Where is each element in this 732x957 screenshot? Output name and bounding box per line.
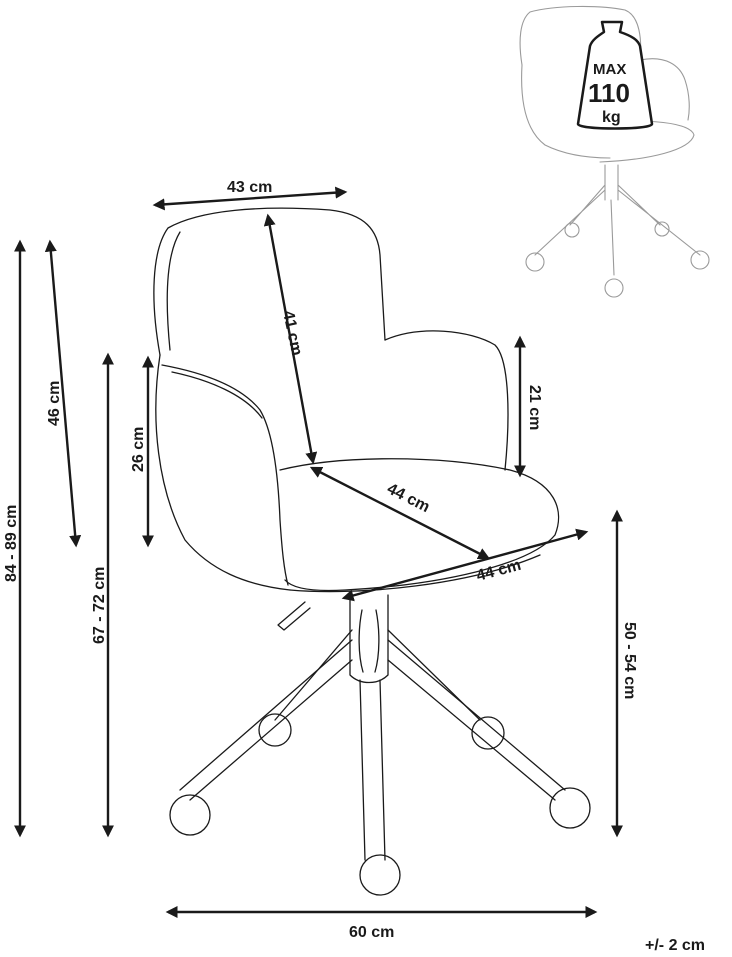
chair-leg-left	[179, 639, 353, 801]
thumb-backrest	[519, 5, 642, 66]
chair-cylinder-groove	[358, 609, 380, 673]
thumb-base	[534, 164, 701, 276]
chair-arm-inner-2	[171, 371, 263, 419]
chair-backrest	[153, 207, 386, 356]
arrow-backrest-height	[263, 213, 318, 465]
thumb-caster-left	[525, 252, 545, 272]
label-seat-floor-height: 50 - 54 cm	[621, 622, 638, 699]
caster-front	[359, 854, 401, 896]
arrow-back-height	[44, 239, 82, 548]
max-load-line2: 110	[588, 78, 630, 108]
arrow-seat-width	[341, 528, 589, 602]
max-load-line1: MAX	[593, 61, 626, 78]
arrow-top-width	[152, 186, 348, 211]
chair-leg-front	[359, 679, 386, 861]
label-base-width: 60 cm	[349, 924, 394, 941]
label-seat-depth: 44 cm	[384, 480, 432, 516]
thumb-caster-right	[690, 250, 710, 270]
label-tolerance: +/- 2 cm	[645, 937, 705, 954]
label-arm-height: 21 cm	[526, 385, 543, 430]
chair-leg-back-right	[387, 629, 481, 721]
label-top-width: 43 cm	[227, 179, 272, 196]
caster-back-left	[258, 713, 292, 747]
label-backrest-height: 41 cm	[279, 309, 305, 357]
chair-leg-back-left	[274, 629, 353, 721]
thumb-caster-back-right	[654, 221, 670, 237]
max-load-thumbnail: MAX 110 kg	[519, 5, 710, 298]
chair-backrest-seam	[166, 231, 181, 351]
caster-left	[169, 794, 211, 836]
thumb-shell	[521, 58, 690, 159]
label-total-height: 84 - 89 cm	[3, 505, 20, 582]
arrow-seat-depth	[309, 466, 491, 560]
chair-arm-inner	[161, 364, 289, 586]
thumb-caster-back-left	[564, 222, 580, 238]
label-back-above-seat: 26 cm	[130, 427, 147, 472]
chair-lever	[277, 601, 311, 631]
label-back-height: 46 cm	[46, 381, 63, 426]
caster-back-right	[471, 716, 505, 750]
dimension-arrows	[14, 186, 623, 918]
weight-icon	[576, 20, 654, 130]
thumb-caster-front	[604, 278, 624, 298]
chair-drawing	[153, 207, 591, 896]
label-arm-floor-height: 67 - 72 cm	[91, 567, 108, 644]
max-load-line3: kg	[602, 109, 621, 126]
caster-right	[549, 787, 591, 829]
chair-cylinder	[349, 594, 389, 684]
chair-shell	[155, 330, 509, 591]
chair-leg-right	[387, 639, 566, 801]
